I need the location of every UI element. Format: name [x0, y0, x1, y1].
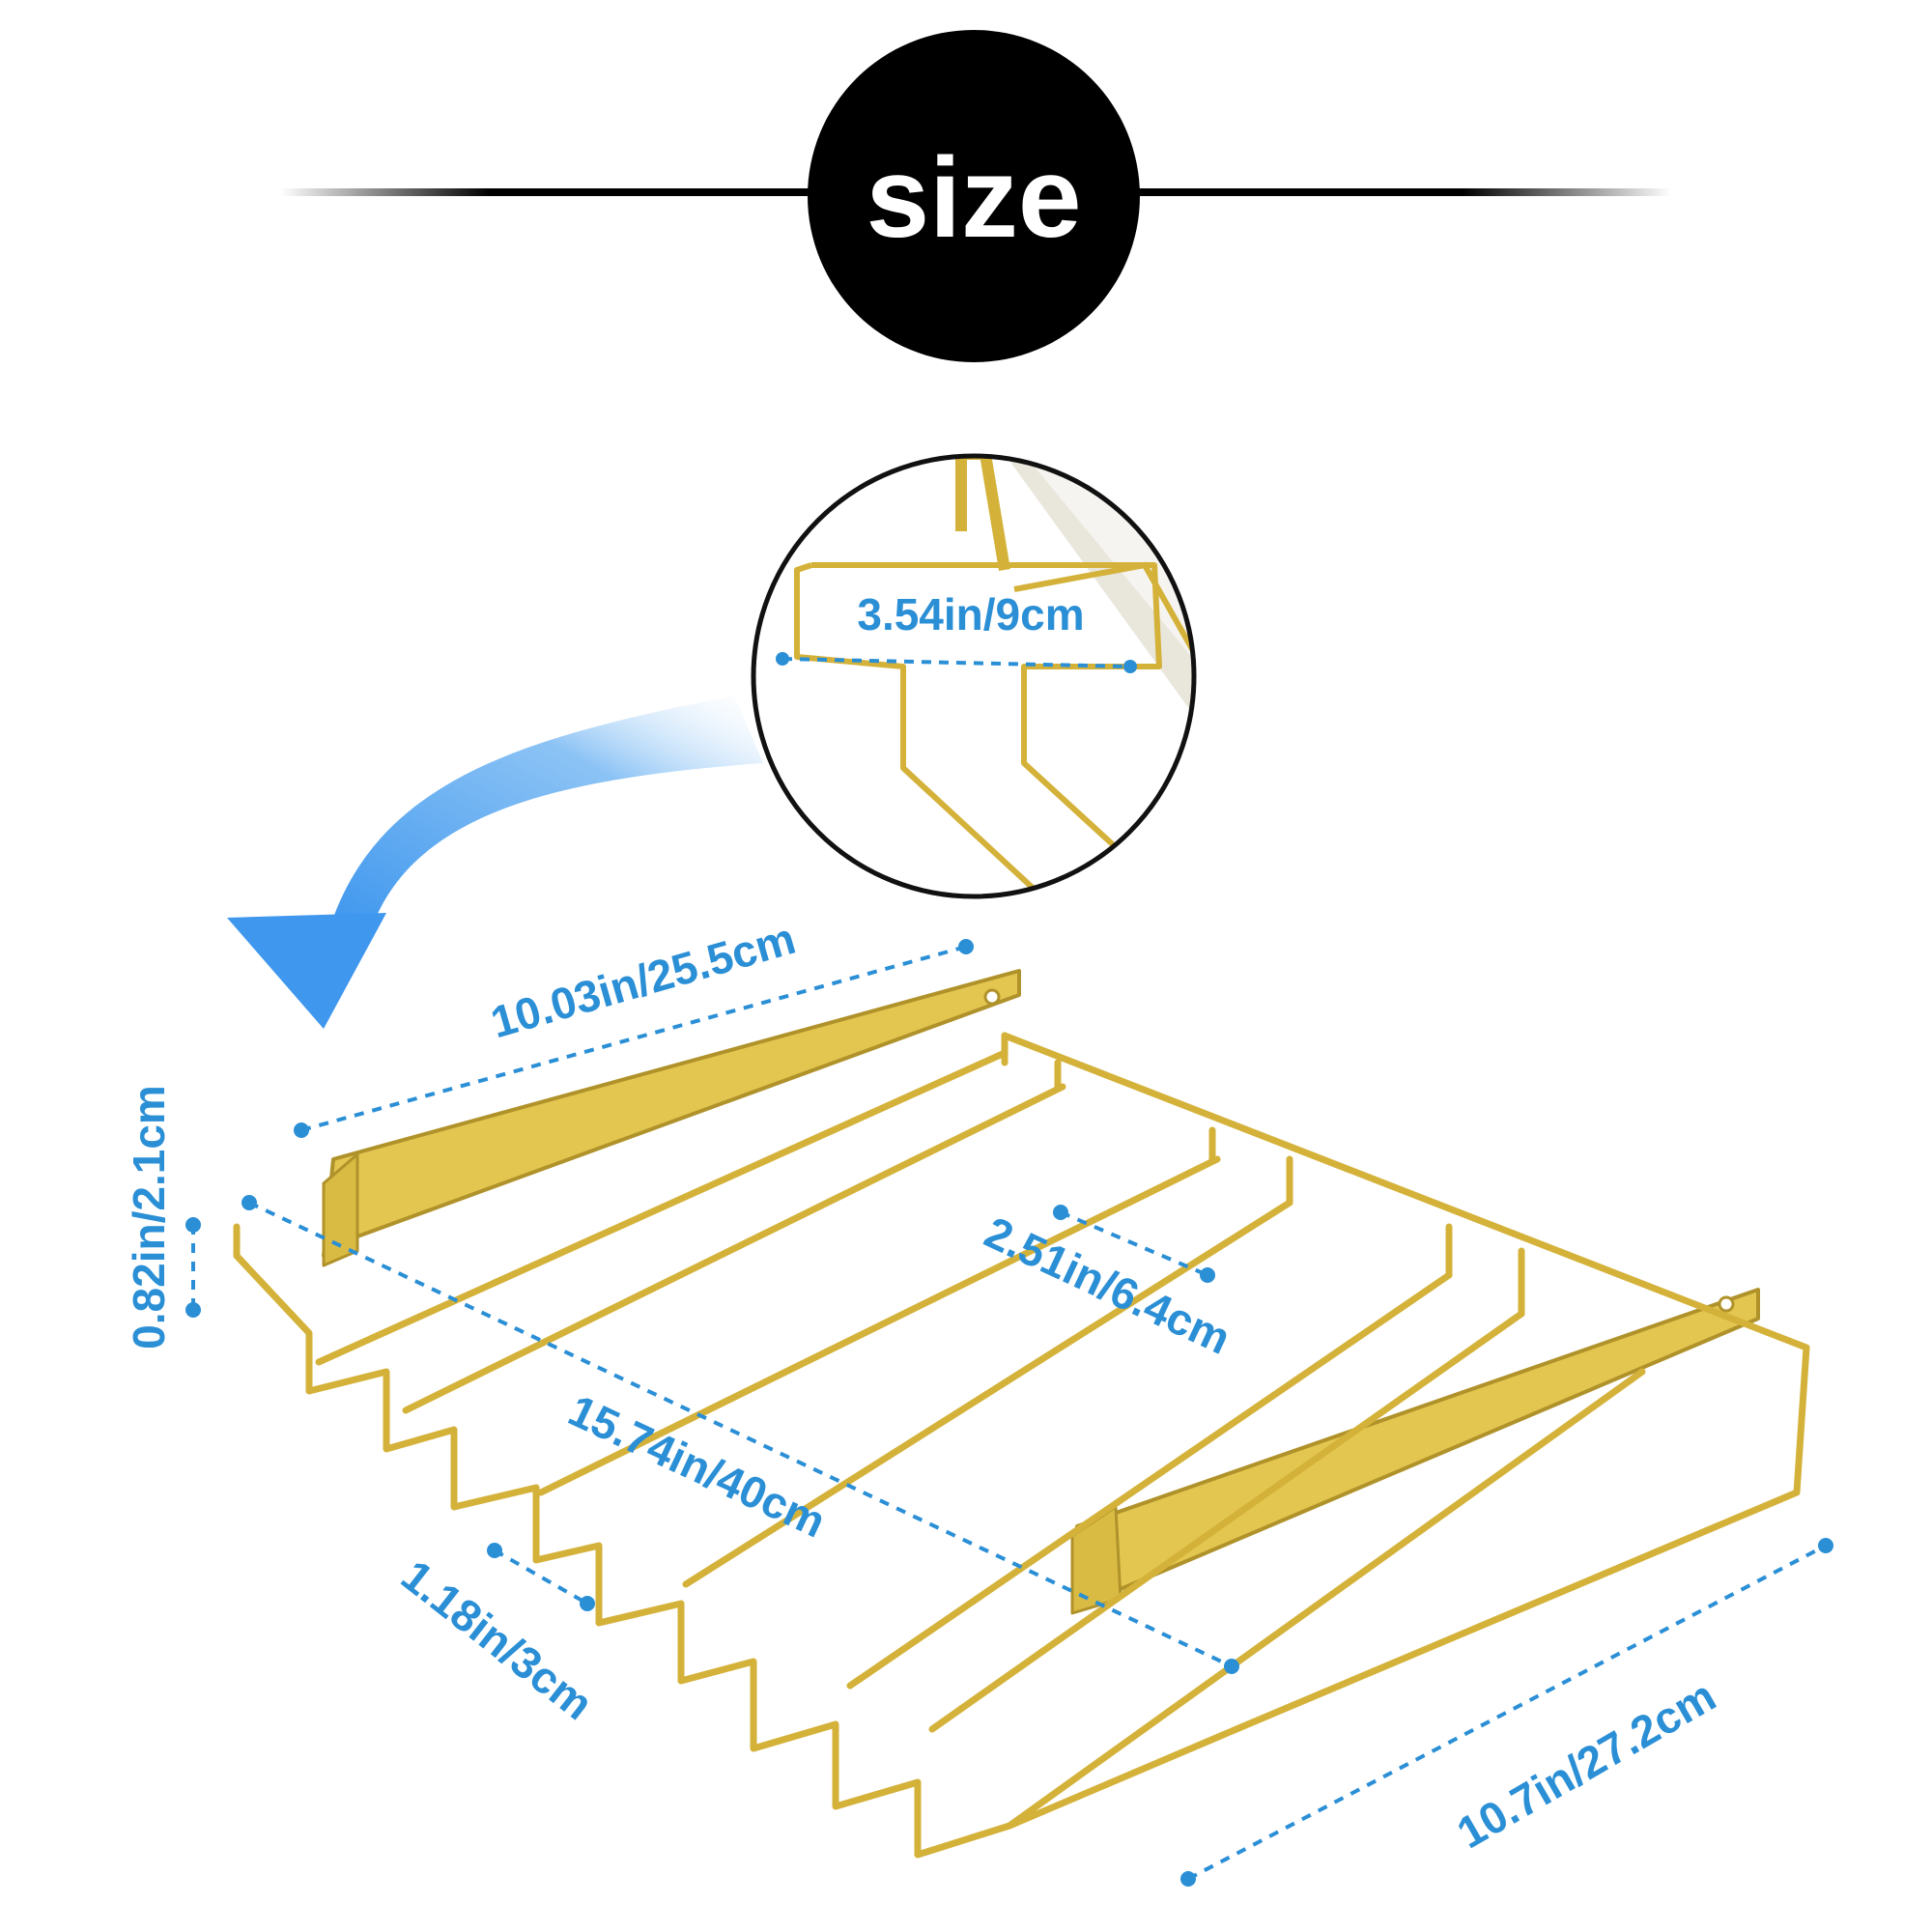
page-title: size [866, 134, 1081, 262]
wine-glass-rack [233, 969, 1810, 1859]
slot-width-label: 2.51in/6.4cm [978, 1207, 1238, 1364]
detail-inset: 3.54in/9cm [751, 453, 1197, 899]
left-bracket [322, 969, 1021, 1258]
curved-arrow-icon [227, 696, 763, 1029]
inset-border [751, 453, 1197, 899]
header: size [280, 30, 1671, 362]
title-badge [808, 30, 1140, 362]
height-label: 0.82in/2.1cm [124, 1085, 174, 1350]
top-length-label: 10.03in/25.5cm [485, 913, 801, 1048]
dimension-lines [191, 945, 1827, 1881]
inset-dimension-label: 3.54in/9cm [857, 589, 1084, 639]
dimension-endpoints [185, 939, 1833, 1887]
depth-label: 10.7in/27.2cm [1448, 1670, 1723, 1859]
gap-label: 1.18in/3cm [392, 1549, 602, 1729]
